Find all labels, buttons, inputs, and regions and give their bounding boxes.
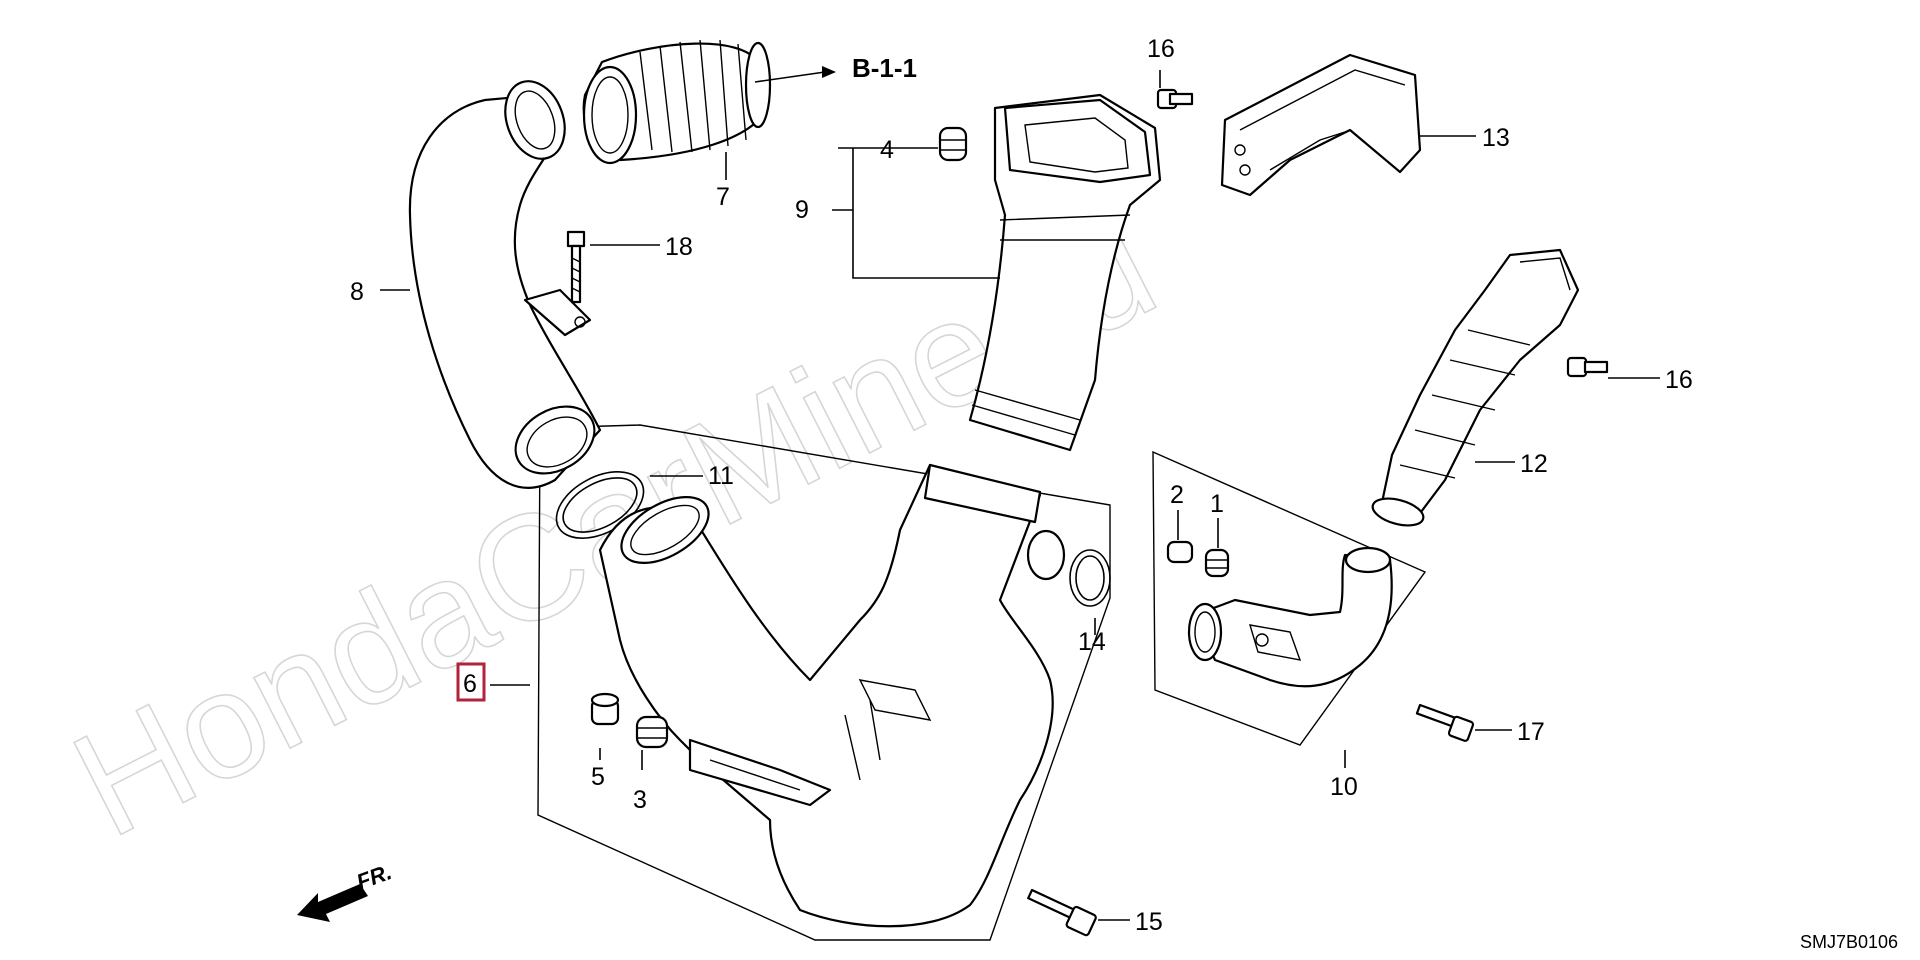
callout-10: 10 xyxy=(1330,773,1358,801)
part-18-bolt xyxy=(566,230,586,304)
callout-16-right: 16 xyxy=(1665,366,1693,394)
part-10-lower-duct xyxy=(1187,546,1393,688)
front-direction-indicator: FR. xyxy=(297,859,395,922)
assembly-outline-6 xyxy=(537,424,1111,941)
part-3-grommet xyxy=(635,715,669,749)
part-15-bolt xyxy=(1027,888,1097,937)
leader-lines xyxy=(380,66,1660,921)
part-2-cap xyxy=(1166,540,1194,564)
callout-3: 3 xyxy=(633,786,647,814)
part-7-corrugated-hose xyxy=(582,39,772,165)
callout-12: 12 xyxy=(1520,450,1548,478)
callout-9: 9 xyxy=(795,196,809,224)
part-16-bolt-right xyxy=(1566,356,1609,378)
callout-14: 14 xyxy=(1078,628,1106,656)
callout-2: 2 xyxy=(1170,481,1184,509)
callout-18: 18 xyxy=(665,233,693,261)
callout-13: 13 xyxy=(1482,124,1510,152)
part-8-intake-duct xyxy=(408,80,602,489)
part-13-cover-bracket xyxy=(1220,53,1422,197)
callout-11: 11 xyxy=(708,462,734,490)
callout-1: 1 xyxy=(1210,490,1224,518)
part-6-resonator-box xyxy=(598,463,1066,928)
front-label: FR. xyxy=(353,859,395,895)
callout-5: 5 xyxy=(591,763,605,791)
callout-8: 8 xyxy=(350,278,364,306)
assembly-outline-10 xyxy=(1152,450,1427,746)
callout-16-upper: 16 xyxy=(1147,35,1175,63)
part-1-grommet xyxy=(1204,548,1230,578)
part-16-bolt-upper xyxy=(1156,88,1194,110)
reference-label[interactable]: B-1-1 xyxy=(852,53,917,83)
part-14-o-ring-inner xyxy=(1075,555,1105,601)
part-11-o-ring-inner xyxy=(562,477,638,533)
part-5-cap xyxy=(590,692,620,726)
part-4-grommet xyxy=(938,126,968,162)
callout-15: 15 xyxy=(1135,908,1163,936)
part-17-bolt xyxy=(1415,703,1475,742)
callout-4: 4 xyxy=(880,136,894,164)
diagram-code: SMJ7B0106 xyxy=(1800,932,1898,952)
callout-7: 7 xyxy=(716,183,730,211)
callout-6-highlight-box xyxy=(456,662,486,702)
part-12-duct xyxy=(1371,248,1580,527)
part-9-air-duct xyxy=(968,93,1162,452)
callout-17: 17 xyxy=(1517,718,1545,746)
front-arrow-icon xyxy=(297,884,368,922)
callouts: 1 2 3 4 5 7 8 9 10 11 12 13 14 15 16 16 … xyxy=(350,35,1693,936)
part-14-o-ring xyxy=(1069,549,1111,607)
callout-6[interactable]: 6 xyxy=(463,670,477,698)
